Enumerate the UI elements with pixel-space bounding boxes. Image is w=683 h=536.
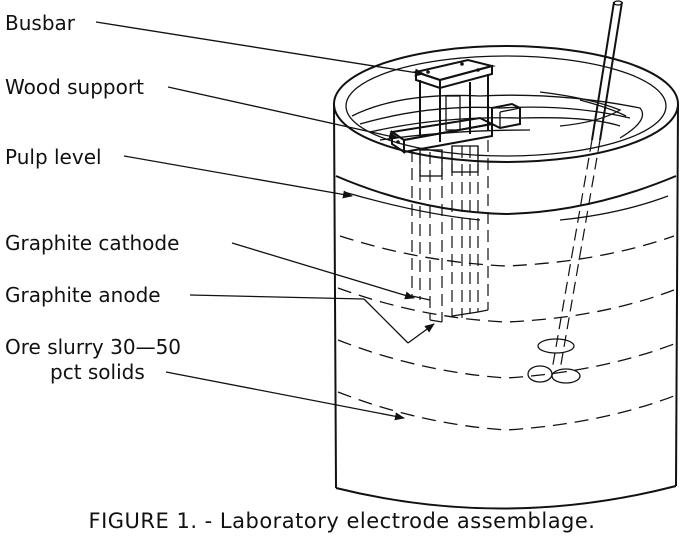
figure-caption: FIGURE 1. - Laboratory electrode assembl… xyxy=(89,509,596,533)
ore-slurry-leader xyxy=(165,371,405,421)
label-graphite-cathode: Graphite cathode xyxy=(5,231,179,255)
label-ore-slurry: Ore slurry 30—50 xyxy=(5,335,181,359)
label-wood-support: Wood support xyxy=(5,75,144,99)
tank xyxy=(333,45,679,510)
electrode-assembly xyxy=(389,58,521,323)
stirrer xyxy=(527,0,623,384)
label-pulp-level: Pulp level xyxy=(5,145,102,169)
wood-support-leader xyxy=(167,86,399,140)
labels: Busbar Wood support Pulp level Graphite … xyxy=(5,11,181,384)
label-pct-solids: pct solids xyxy=(50,360,145,384)
impeller-blade-right xyxy=(551,368,581,384)
impeller-blade-upper xyxy=(537,338,575,354)
tank-bottom xyxy=(335,485,677,510)
tank-wall-left xyxy=(333,103,337,489)
pulp-level-leader xyxy=(123,155,353,199)
graphite-anode-leader xyxy=(189,294,365,300)
label-graphite-anode: Graphite anode xyxy=(5,283,161,307)
label-busbar: Busbar xyxy=(5,11,76,35)
busbar-leader xyxy=(95,21,425,77)
pulp-level-line xyxy=(335,175,677,221)
tank-wall-right xyxy=(675,103,679,487)
slurry-contours xyxy=(337,235,675,431)
impeller-blade-left xyxy=(527,365,553,383)
leader-lines xyxy=(95,21,435,421)
tank-rim-inner xyxy=(345,55,667,157)
graphite-cathode-leader xyxy=(231,242,415,300)
